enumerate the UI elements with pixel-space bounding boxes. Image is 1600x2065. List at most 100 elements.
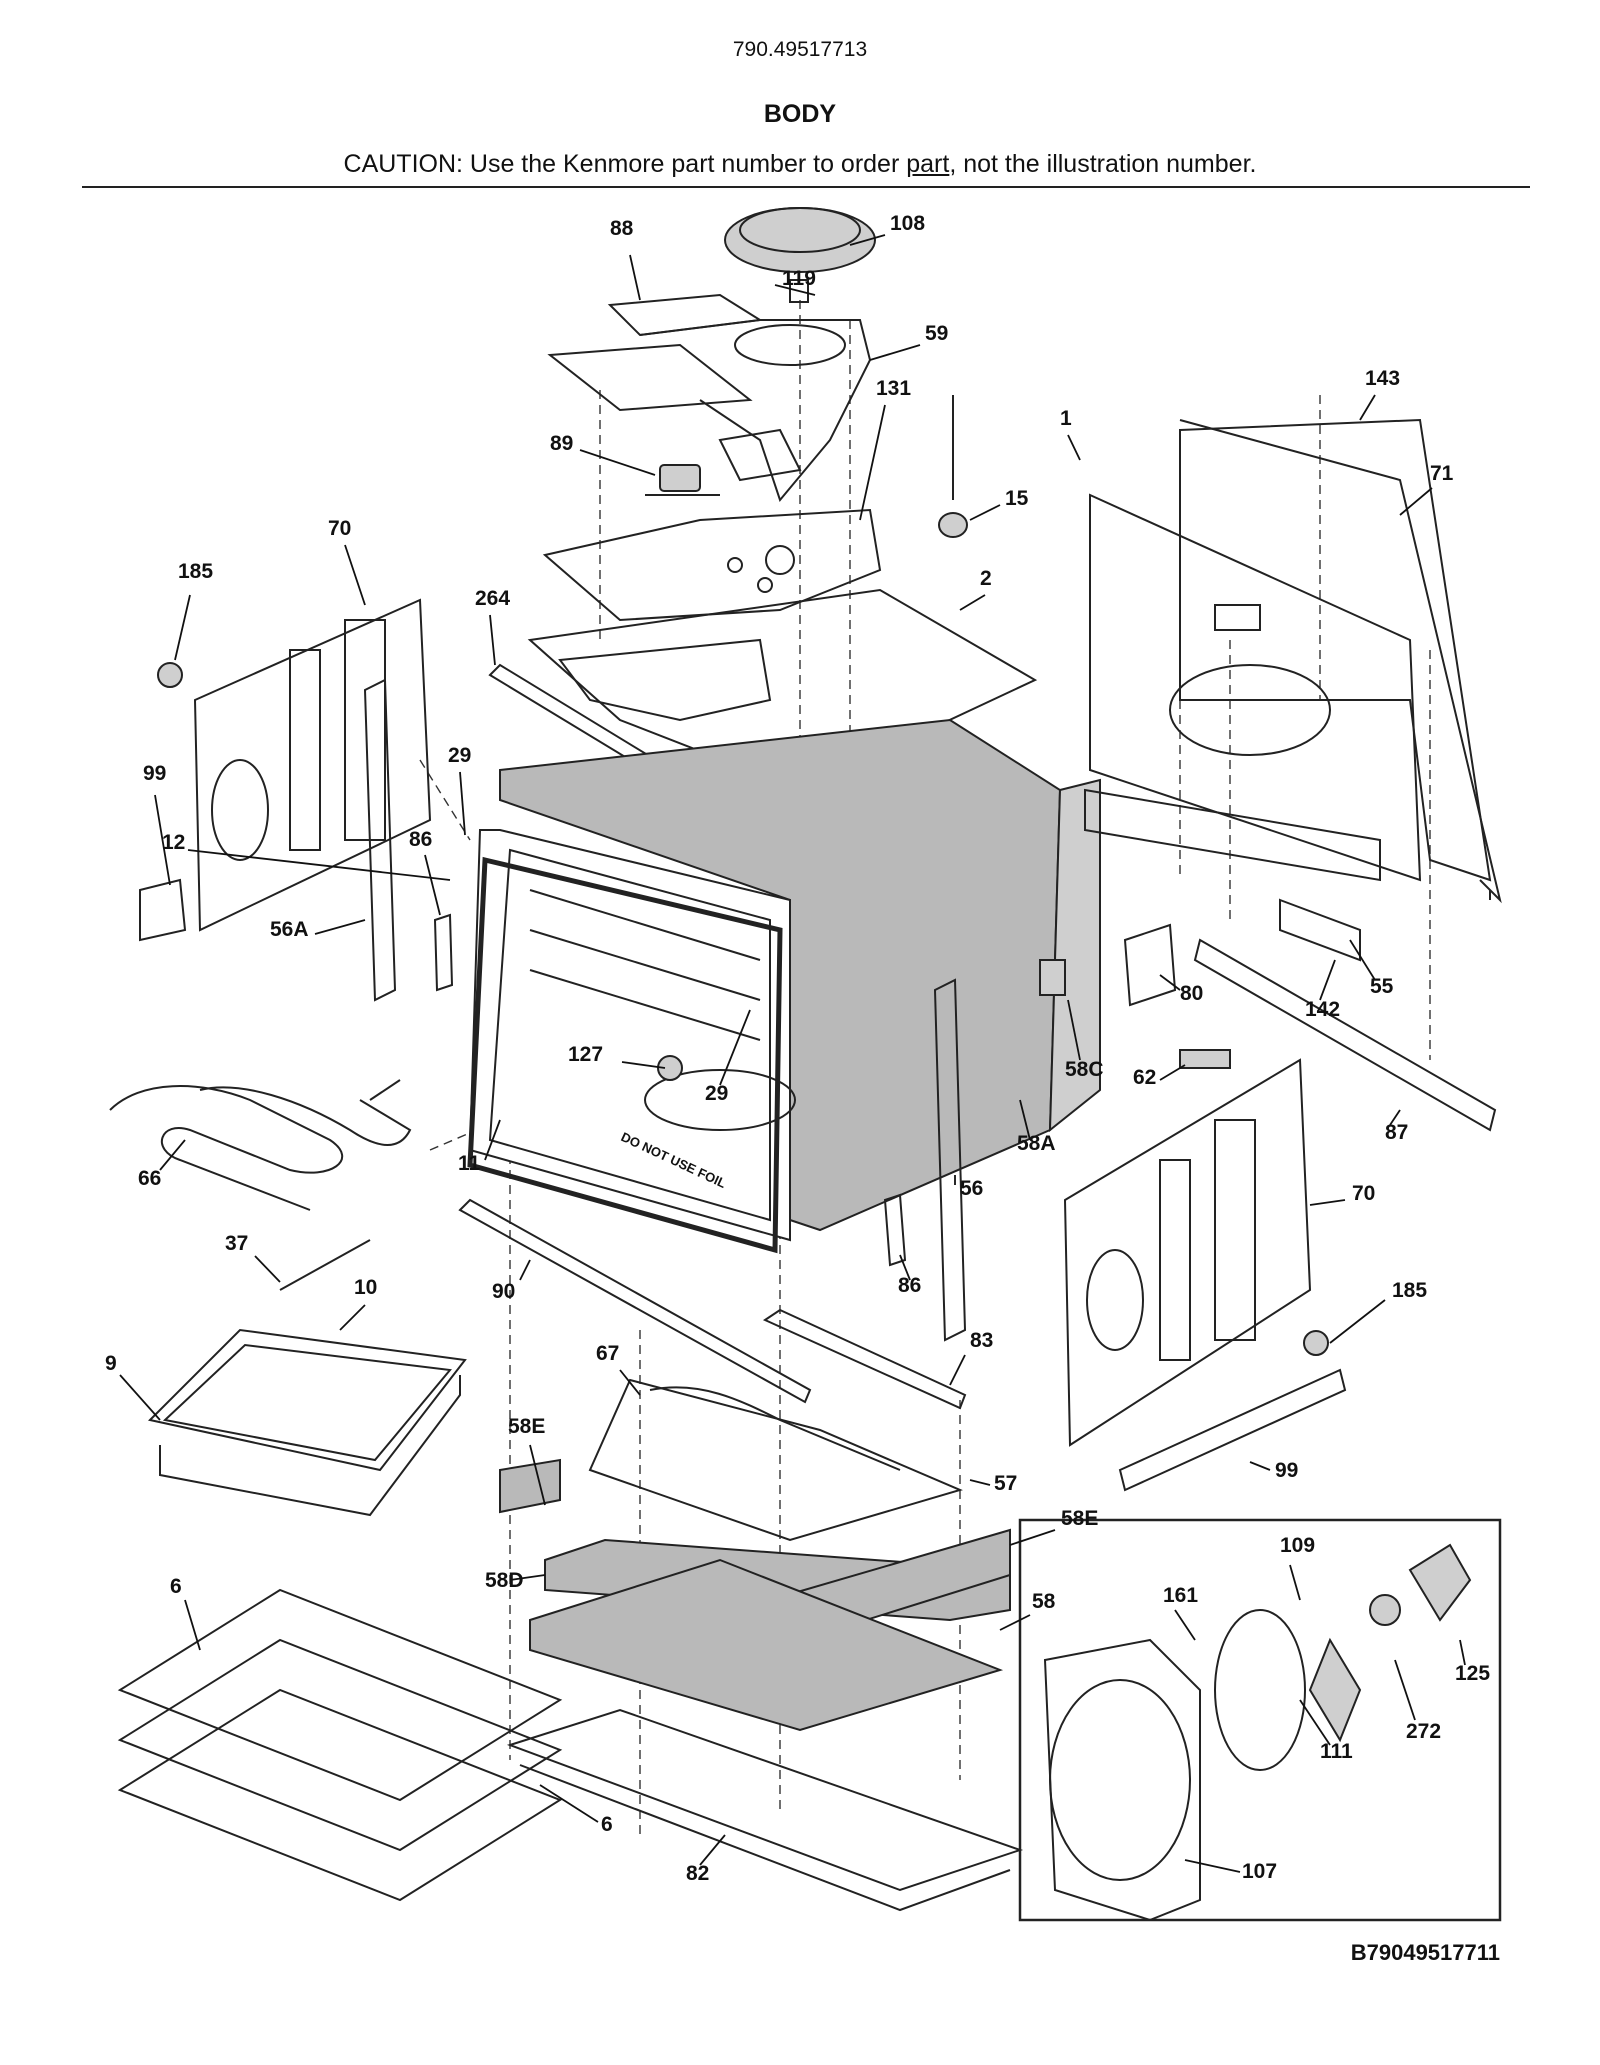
bottom-tray <box>506 1708 1024 1912</box>
part-label-6[interactable]: 6 <box>601 1813 613 1836</box>
leader-line <box>1184 1859 1241 1873</box>
leader-line <box>1299 1699 1331 1746</box>
part-label-143[interactable]: 143 <box>1365 367 1400 390</box>
part-label-125[interactable]: 125 <box>1455 1662 1490 1685</box>
caution-notice: CAUTION: Use the Kenmore part number to … <box>0 150 1600 179</box>
part-label-108[interactable]: 108 <box>890 212 925 235</box>
part-label-161[interactable]: 161 <box>1163 1584 1198 1607</box>
oven-cavity <box>468 718 1101 1242</box>
leader-line <box>424 854 441 916</box>
part-label-12[interactable]: 12 <box>162 831 185 854</box>
part-link[interactable]: part <box>906 150 950 178</box>
part-label-185[interactable]: 185 <box>1392 1279 1427 1302</box>
part-label-82[interactable]: 82 <box>686 1862 709 1885</box>
leader-line <box>999 1614 1031 1631</box>
bake-element <box>588 1378 963 1542</box>
part-label-58d[interactable]: 58D <box>485 1569 524 1592</box>
part-label-99[interactable]: 99 <box>143 762 166 785</box>
oven-sensor <box>938 395 968 538</box>
part-label-87[interactable]: 87 <box>1385 1121 1408 1144</box>
broil-pan <box>147 1328 467 1517</box>
part-label-58e[interactable]: 58E <box>508 1415 545 1438</box>
part-label-55[interactable]: 55 <box>1370 975 1394 998</box>
hinge-80 <box>1123 923 1177 1007</box>
part-label-111[interactable]: 111 <box>1320 1740 1353 1763</box>
top-wrapper-plate <box>542 508 882 622</box>
right-bracket <box>1118 1368 1347 1492</box>
part-label-70[interactable]: 70 <box>328 517 351 540</box>
leader-line <box>1389 1109 1401 1126</box>
top-duct-assembly <box>547 293 872 503</box>
leader-line <box>621 1061 666 1069</box>
part-label-58e[interactable]: 58E <box>1061 1507 1098 1530</box>
leader-line <box>969 1479 991 1486</box>
leader-line <box>174 594 191 661</box>
caution-text-end: , not the illustration number. <box>949 150 1257 178</box>
part-label-109[interactable]: 109 <box>1280 1534 1315 1557</box>
door-gasket <box>467 856 783 1254</box>
part-label-99[interactable]: 99 <box>1275 1459 1298 1482</box>
part-label-56a[interactable]: 56A <box>270 918 309 941</box>
part-label-29[interactable]: 29 <box>448 744 471 767</box>
part-label-66[interactable]: 66 <box>138 1167 161 1190</box>
part-label-1[interactable]: 1 <box>1060 407 1072 430</box>
part-label-131[interactable]: 131 <box>876 377 911 400</box>
part-label-57[interactable]: 57 <box>994 1472 1017 1495</box>
part-label-142[interactable]: 142 <box>1305 998 1340 1021</box>
leader-line <box>1249 1461 1271 1471</box>
right-bumper <box>1303 1330 1329 1356</box>
part-label-9[interactable]: 9 <box>105 1352 117 1375</box>
left-bracket <box>139 878 187 942</box>
part-label-119[interactable]: 119 <box>782 267 816 290</box>
left-bumper <box>157 662 183 688</box>
part-label-11[interactable]: 11 <box>458 1152 481 1175</box>
part-label-107[interactable]: 107 <box>1242 1860 1277 1883</box>
part-label-264[interactable]: 264 <box>475 587 510 610</box>
leader-line <box>1399 487 1433 516</box>
rear-bar <box>1193 938 1497 1132</box>
leader-line <box>459 771 466 836</box>
part-label-58[interactable]: 58 <box>1032 1590 1056 1613</box>
part-label-15[interactable]: 15 <box>1005 487 1029 510</box>
part-label-58c[interactable]: 58C <box>1065 1058 1104 1081</box>
part-label-2[interactable]: 2 <box>980 567 992 590</box>
part-label-127[interactable]: 127 <box>568 1043 603 1066</box>
part-label-83[interactable]: 83 <box>970 1329 993 1352</box>
part-label-71[interactable]: 71 <box>1430 462 1454 485</box>
part-label-185[interactable]: 185 <box>178 560 213 583</box>
part-label-80[interactable]: 80 <box>1180 982 1203 1005</box>
part-label-56[interactable]: 56 <box>960 1177 983 1200</box>
part-label-37[interactable]: 37 <box>225 1232 248 1255</box>
part-label-88[interactable]: 88 <box>610 217 634 240</box>
part-label-29[interactable]: 29 <box>705 1082 728 1105</box>
section-title: BODY <box>763 100 837 128</box>
leader-line <box>119 1374 161 1421</box>
part-label-62[interactable]: 62 <box>1133 1066 1156 1089</box>
part-label-272[interactable]: 272 <box>1406 1720 1441 1743</box>
leader-line <box>1174 1609 1196 1641</box>
model-number: 790.49517713 <box>732 38 868 61</box>
leader-line <box>254 1255 281 1283</box>
part-label-89[interactable]: 89 <box>550 432 573 455</box>
convection-blower-assembly <box>724 207 876 303</box>
part-label-10[interactable]: 10 <box>354 1276 377 1299</box>
leader-line <box>339 1304 366 1331</box>
leader-line <box>1459 1639 1466 1666</box>
terminal-block <box>1179 1049 1231 1069</box>
part-label-86[interactable]: 86 <box>409 828 432 851</box>
leader-line <box>1289 1564 1301 1601</box>
part-label-67[interactable]: 67 <box>596 1342 619 1365</box>
part-label-86[interactable]: 86 <box>898 1274 921 1297</box>
part-label-70[interactable]: 70 <box>1352 1182 1375 1205</box>
probe-37 <box>279 1239 371 1291</box>
part-label-58a[interactable]: 58A <box>1017 1132 1056 1155</box>
left-side-panel <box>193 598 432 932</box>
leader-line <box>774 284 816 296</box>
part-label-90[interactable]: 90 <box>492 1280 515 1303</box>
leader-line <box>1019 1099 1031 1141</box>
leader-line <box>529 1444 546 1506</box>
part-label-6[interactable]: 6 <box>170 1575 182 1598</box>
part-label-59[interactable]: 59 <box>925 322 948 345</box>
leader-line <box>849 234 886 246</box>
